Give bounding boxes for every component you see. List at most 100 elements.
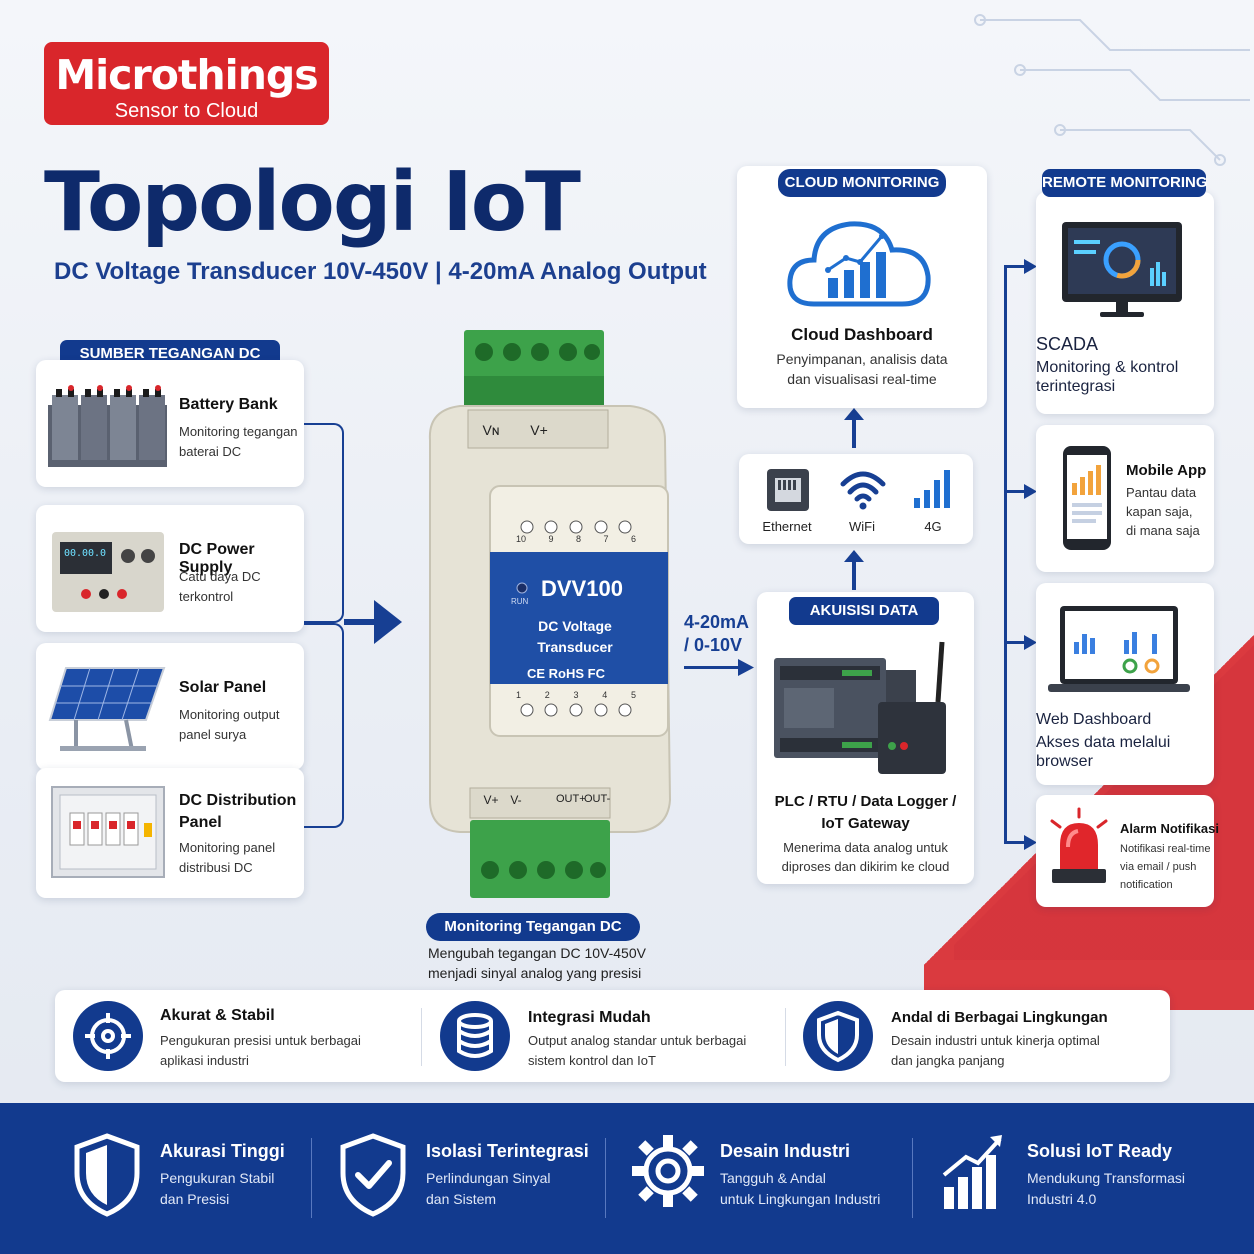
terminal-number: 2 [544, 690, 550, 700]
page-subtitle: DC Voltage Transducer 10V-450V | 4-20mA … [54, 258, 707, 285]
footer-title: Solusi IoT Ready [1027, 1141, 1173, 1161]
arrow-right-icon [1024, 259, 1037, 274]
footer-desc-line1: Tangguh & Andal [720, 1170, 826, 1186]
alarm-desc-line3: notification [1120, 879, 1173, 891]
web-title: Web Dashboard [1036, 711, 1152, 728]
terminal-number: 9 [548, 534, 554, 544]
source-title: DC Distribution Panel [179, 792, 297, 831]
device-caption-pill: Monitoring Tegangan DC [426, 913, 640, 941]
remote-branch-line [1004, 266, 1007, 844]
source-title: DC Power Supply [179, 541, 255, 576]
svg-text:00.0: 00.0 [64, 548, 88, 559]
top-terminal-numbers: 10 9 8 7 6 [516, 534, 636, 544]
device-caption-line1: Mengubah tegangan DC 10V-450V [428, 945, 646, 961]
footer-divider [912, 1138, 913, 1218]
arrow-right-icon [738, 659, 754, 676]
branch-arrow-line [1004, 641, 1030, 644]
terminal-number: 7 [603, 534, 609, 544]
divider [785, 1008, 786, 1066]
terminal-number: 3 [573, 690, 579, 700]
battery-bank-icon [48, 385, 167, 467]
database-icon [440, 1001, 510, 1071]
connectivity-label: 4G [924, 519, 942, 534]
footer-desc-line2: untuk Lingkungan Industri [720, 1191, 881, 1207]
terminal-number: 10 [516, 534, 527, 544]
feature-title: Andal di Berbagai Lingkungan [891, 1009, 1108, 1026]
top-terminal-labels: Vɴ V+ [479, 422, 609, 438]
brand-logo: Microthings Sensor to Cloud [44, 42, 329, 125]
device-model: DVV100 [541, 576, 623, 601]
shield-icon [74, 1133, 140, 1217]
arrow-right-icon [374, 600, 402, 644]
shield-icon [803, 1001, 873, 1071]
svg-text:0.0: 0.0 [88, 548, 106, 559]
footer-desc-line1: Perlindungan Sinyal [426, 1170, 551, 1186]
cloud-header: CLOUD MONITORING [778, 169, 946, 197]
terminal-label: V+ [530, 422, 548, 438]
alarm-desc-line2: via email / push [1120, 861, 1197, 873]
terminal-label: OUT- [584, 793, 611, 805]
ethernet-icon [767, 469, 809, 511]
footer-desc-line2: Industri 4.0 [1027, 1191, 1097, 1207]
features-strip: Akurat & Stabil Pengukuran presisi untuk… [55, 990, 1170, 1082]
smartphone-icon [1063, 446, 1111, 550]
terminal-label [528, 793, 556, 807]
signal-4g-icon [914, 470, 950, 508]
source-desc: Monitoring panel distribusi DC [179, 840, 276, 875]
footer-desc-line1: Mendukung Transformasi [1027, 1170, 1185, 1186]
web-desc-line1: Akses data melalui [1036, 734, 1171, 751]
footer-title: Akurasi Tinggi [160, 1141, 285, 1161]
feature-desc-line2: aplikasi industri [160, 1053, 249, 1068]
laptop-icon [1048, 606, 1190, 692]
web-desc-line2: browser [1036, 753, 1093, 770]
device-name-line1: DC Voltage [538, 618, 612, 634]
arrow-right-icon [1024, 635, 1037, 650]
plc-gateway-icon [774, 641, 946, 774]
terminal-number: 4 [602, 690, 608, 700]
shield-check-icon [340, 1133, 406, 1217]
signal-label-line1: 4-20mA [684, 612, 750, 632]
feature-desc-line2: sistem kontrol dan IoT [528, 1053, 656, 1068]
arrow-line-to-device [344, 619, 384, 625]
terminal-number: 6 [630, 534, 636, 544]
scada-desc-line2: terintegrasi [1036, 378, 1116, 395]
device-name-line2: Transducer [537, 639, 613, 655]
crosshair-icon [73, 1001, 143, 1071]
mobile-desc-line2: kapan saja, [1126, 504, 1193, 519]
source-card-battery: Battery Bank Monitoring tegangan baterai… [36, 360, 304, 487]
terminal-number: 5 [630, 690, 636, 700]
alarm-desc-line1: Notifikasi real-time [1120, 843, 1211, 855]
device-caption-line2: menjadi sinyal analog yang presisi [428, 965, 642, 981]
device-certs: CE RoHS FC [527, 666, 605, 681]
cloud-desc-line1: Penyimpanan, analisis data [776, 351, 948, 367]
footer-divider [605, 1138, 606, 1218]
acquisition-desc-line1: Menerima data analog untuk [783, 840, 948, 855]
arrow-right-icon [1024, 484, 1037, 499]
growth-chart-icon [942, 1135, 1002, 1209]
arrow-up-icon [844, 408, 864, 448]
acquisition-header: AKUISISI DATA [789, 597, 939, 625]
source-title: Solar Panel [179, 679, 267, 696]
footer-title: Desain Industri [720, 1141, 851, 1161]
run-label: RUN [511, 597, 529, 606]
branch-arrow-line [1004, 841, 1030, 844]
branch-arrow-line [1004, 265, 1030, 268]
page-title: Topologi IoT [44, 155, 581, 250]
acquisition-title-line2: IoT Gateway [821, 815, 910, 832]
feature-desc-line1: Output analog standar untuk berbagai [528, 1033, 747, 1048]
bottom-terminal-labels: V+ V- OUT+ OUT- [478, 793, 610, 807]
footer-divider [311, 1138, 312, 1218]
source-desc: Catu daya DC terkontrol [179, 569, 261, 604]
feature-title: Integrasi Mudah [528, 1009, 651, 1026]
feature-desc-line1: Pengukuran presisi untuk berbagai [160, 1033, 361, 1048]
feature-desc-line2: dan jangka panjang [891, 1053, 1005, 1068]
terminal-label: V+ [483, 793, 499, 807]
footer-desc-line2: dan Sistem [426, 1191, 497, 1207]
alarm-light-icon [1050, 807, 1108, 883]
acquisition-title-line1: PLC / RTU / Data Logger / [774, 793, 957, 810]
footer-desc: Tangguh & Andal untuk Lingkungan Industri [720, 1168, 880, 1210]
feature-desc-line1: Desain industri untuk kinerja optimal [891, 1033, 1100, 1048]
